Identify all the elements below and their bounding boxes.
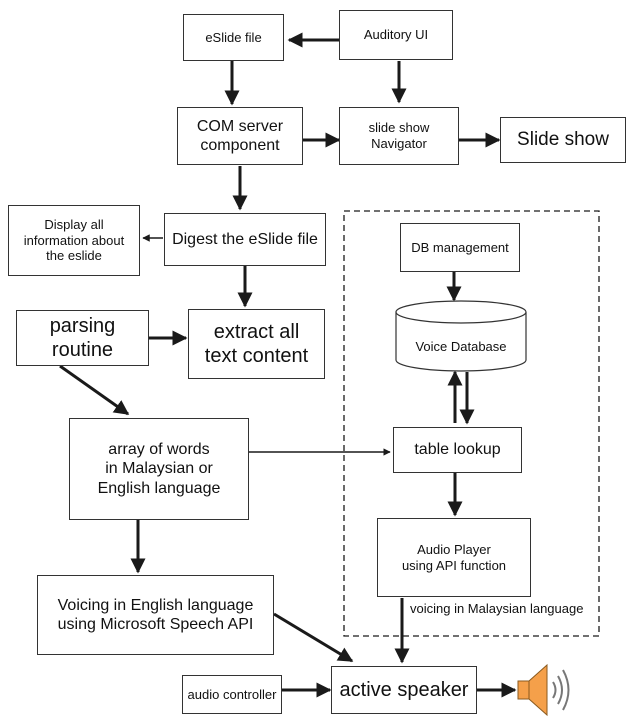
extract-text-box: extract all text content <box>188 309 325 379</box>
digest-box: Digest the eSlide file <box>164 213 326 266</box>
parsing-routine-text: parsing routine <box>49 315 116 361</box>
db-management-box: DB management <box>400 223 520 272</box>
com-server-box: COM server component <box>177 107 303 165</box>
slide-show-box: Slide show <box>500 117 626 163</box>
slideshow-navigator-text: slide show Navigator <box>368 120 430 151</box>
voicing-malaysian-label: voicing in Malaysian language <box>410 601 584 616</box>
voicing-english-box: Voicing in English language using Micros… <box>37 575 274 655</box>
table-lookup-box: table lookup <box>393 427 522 473</box>
slide-show-text: Slide show <box>517 128 609 150</box>
array-of-words-text: array of words in Malaysian or English l… <box>97 441 221 497</box>
table-lookup-text: table lookup <box>414 441 501 459</box>
display-info-box: Display all information about the eslide <box>8 205 140 276</box>
speaker-icon <box>517 663 570 717</box>
voice-database-cylinder <box>395 300 527 372</box>
slideshow-navigator-box: slide show Navigator <box>339 107 459 165</box>
audio-player-text: Audio Player using API function <box>401 541 507 573</box>
arrow-english-to-speaker <box>273 612 354 663</box>
voice-database-text: Voice Database <box>415 339 507 355</box>
eslide-file-box: eSlide file <box>183 14 284 61</box>
eslide-file-text: eSlide file <box>205 29 262 45</box>
array-of-words-box: array of words in Malaysian or English l… <box>69 418 249 520</box>
voicing-english-text: Voicing in English language using Micros… <box>57 596 254 633</box>
active-speaker-box: active speaker <box>331 666 477 714</box>
voice-database-label: Voice Database <box>396 326 526 368</box>
db-management-text: DB management <box>411 239 509 255</box>
audio-controller-box: audio controller <box>182 675 282 714</box>
display-info-text: Display all information about the eslide <box>23 217 125 264</box>
digest-text: Digest the eSlide file <box>172 230 318 248</box>
com-server-text: COM server component <box>196 117 284 154</box>
extract-text-text: extract all text content <box>204 321 309 367</box>
active-speaker-text: active speaker <box>339 679 469 701</box>
auditory-ui-box: Auditory UI <box>339 10 453 60</box>
arrow-parsing-to-array <box>59 364 130 416</box>
parsing-routine-box: parsing routine <box>16 310 149 366</box>
audio-player-box: Audio Player using API function <box>377 518 531 597</box>
audio-controller-text: audio controller <box>187 686 277 702</box>
auditory-ui-text: Auditory UI <box>363 27 429 43</box>
